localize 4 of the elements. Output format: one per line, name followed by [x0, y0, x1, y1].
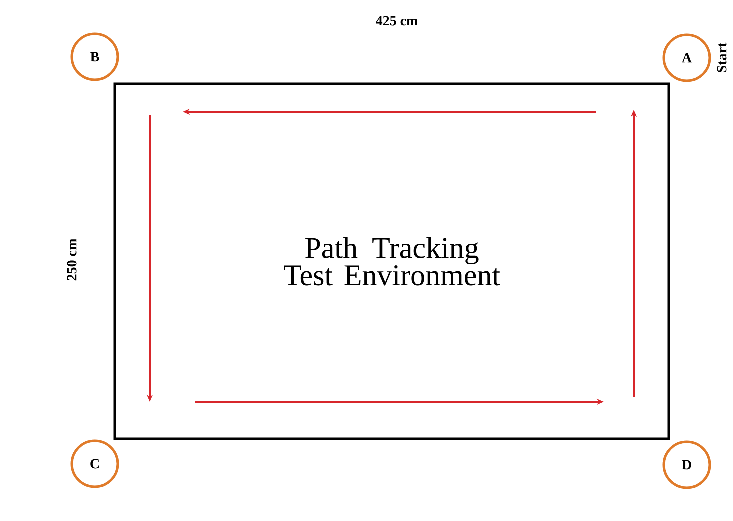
dimension-label: 250 cm — [67, 239, 77, 281]
test-area-rectangle: Path Tracking Test Environment — [114, 82, 670, 440]
dimension-label: 425 cm — [376, 16, 418, 26]
start-label: Start — [717, 42, 727, 72]
